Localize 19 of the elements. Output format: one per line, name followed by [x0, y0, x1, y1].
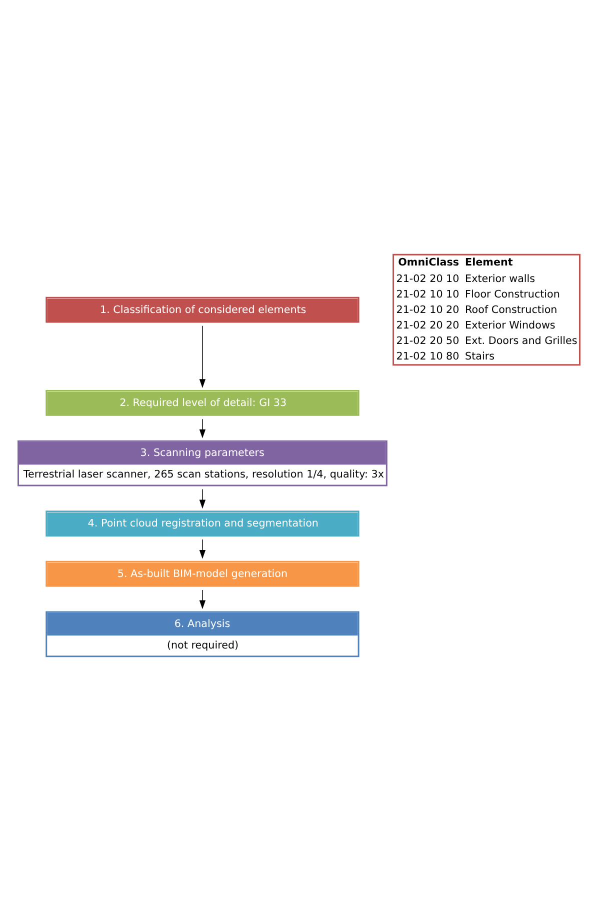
label: Stairs	[465, 350, 495, 362]
label: Element	[465, 256, 513, 269]
label: 21-02 20 50	[396, 334, 460, 347]
label: Exterior walls	[465, 272, 536, 285]
arrow	[199, 488, 206, 509]
label: 21-02 10 10	[396, 288, 460, 300]
arrow	[199, 418, 206, 438]
arrow	[199, 590, 206, 610]
label: Roof Construction	[465, 304, 558, 316]
label: 21-02 10 80	[396, 350, 460, 362]
label: Exterior Windows	[465, 319, 556, 332]
label: 21-02 20 10	[396, 272, 460, 285]
arrow	[199, 326, 206, 388]
label: OmniClass	[398, 256, 460, 269]
arrow	[199, 539, 206, 559]
label: Ext. Doors and Grilles	[465, 334, 578, 347]
label: 21-02 10 20	[396, 304, 460, 316]
label: Floor Construction	[465, 288, 560, 300]
label: 21-02 20 20	[396, 319, 460, 332]
